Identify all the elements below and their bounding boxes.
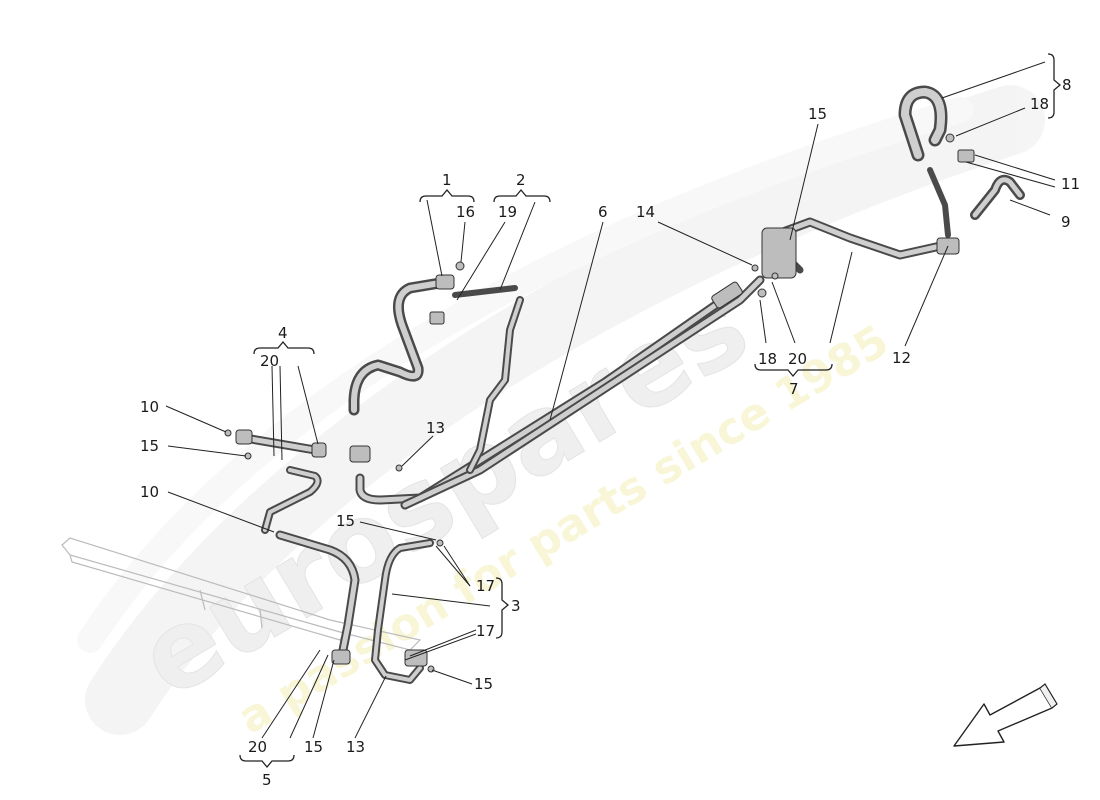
callout-17-lower: 17 — [476, 622, 495, 640]
callout-10-upper: 10 — [140, 398, 159, 416]
group-brackets — [239, 53, 1062, 769]
clip-13 — [395, 464, 403, 472]
callout-13-upper: 13 — [426, 419, 445, 437]
fitting-4-left — [235, 429, 253, 445]
callout-10-lower: 10 — [140, 483, 159, 501]
pipes — [240, 85, 1025, 684]
callout-18-upper: 18 — [1030, 95, 1049, 113]
callout-19: 19 — [498, 203, 517, 221]
callout-5: 5 — [262, 771, 272, 789]
callout-3: 3 — [511, 597, 521, 615]
ring-18-upper — [945, 133, 955, 143]
callout-labels: 1 16 2 19 6 14 15 18 20 7 8 18 11 9 12 4… — [140, 76, 1080, 789]
fittings — [224, 133, 975, 673]
callout-20-bottom: 20 — [248, 738, 267, 756]
ring-20-lower — [771, 272, 779, 280]
callout-11: 11 — [1061, 175, 1080, 193]
fitting-11 — [957, 149, 975, 163]
clip-15-c — [427, 665, 435, 673]
callout-8: 8 — [1062, 76, 1072, 94]
callout-9: 9 — [1061, 213, 1071, 231]
callout-15-left: 15 — [140, 437, 159, 455]
fitting-13 — [349, 445, 371, 463]
fitting-3 — [404, 649, 428, 667]
fitting-4-right — [311, 442, 327, 458]
clip-16 — [455, 261, 465, 271]
callout-6: 6 — [598, 203, 608, 221]
ring-18-lower — [757, 288, 767, 298]
clip-14 — [751, 264, 759, 272]
callout-17-upper: 17 — [476, 577, 495, 595]
callout-15-bottom: 15 — [304, 738, 323, 756]
callout-20-upper: 20 — [260, 352, 279, 370]
callout-15-top: 15 — [808, 105, 827, 123]
callout-12: 12 — [892, 349, 911, 367]
callout-15-right: 15 — [474, 675, 493, 693]
fitting-union-6 — [711, 281, 743, 309]
callout-1: 1 — [442, 171, 452, 189]
callout-16: 16 — [456, 203, 475, 221]
callout-14: 14 — [636, 203, 655, 221]
arrow-down-left-icon — [953, 683, 1058, 747]
callout-18-lower: 18 — [758, 350, 777, 368]
fitting-valve-block — [761, 227, 797, 279]
clip-10 — [224, 429, 232, 437]
fitting-1 — [435, 274, 455, 290]
callout-20-right: 20 — [788, 350, 807, 368]
callout-15-middle: 15 — [336, 512, 355, 530]
leader-lines — [165, 61, 1056, 739]
callout-13-lower: 13 — [346, 738, 365, 756]
callout-4: 4 — [278, 324, 288, 342]
callout-7: 7 — [789, 380, 799, 398]
clip-15-b — [436, 539, 444, 547]
callout-2: 2 — [516, 171, 526, 189]
fitting-5 — [331, 649, 351, 665]
fitting-19 — [429, 311, 445, 325]
